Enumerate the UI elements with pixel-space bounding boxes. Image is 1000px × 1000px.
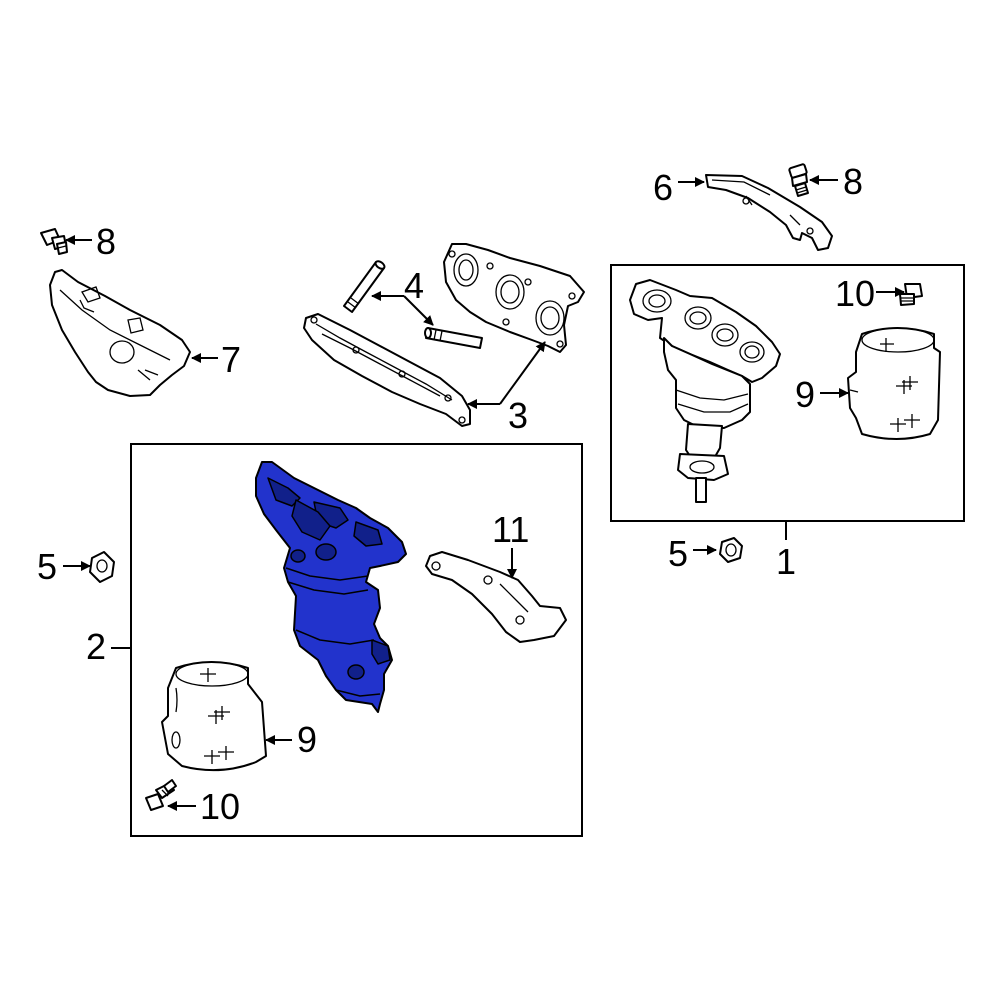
- assembly-2-box: [130, 443, 583, 837]
- part-4-stud-upper[interactable]: [343, 260, 386, 313]
- callout-5-right: 5: [668, 533, 689, 574]
- callout-9-left: 9: [297, 719, 318, 760]
- part-2-manifold-converter-highlighted[interactable]: [255, 461, 407, 713]
- part-1-manifold-converter[interactable]: [629, 279, 781, 503]
- part-3-gasket-upper[interactable]: [443, 243, 585, 353]
- callout-3: 3: [508, 395, 529, 436]
- part-4-stud-lower[interactable]: [424, 327, 483, 349]
- callout-1: 1: [776, 541, 797, 582]
- callout-6: 6: [653, 167, 674, 208]
- callout-10-left: 10: [200, 786, 241, 827]
- part-6-heat-shield-bracket[interactable]: [705, 174, 833, 251]
- part-11-bracket[interactable]: [425, 551, 567, 643]
- callout-2: 2: [86, 626, 107, 667]
- callout-7: 7: [221, 339, 242, 380]
- part-5-nut-right[interactable]: [719, 537, 743, 563]
- part-5-nut-left[interactable]: [89, 551, 115, 583]
- part-8-bolt-right[interactable]: [788, 163, 809, 197]
- part-7-heat-shield[interactable]: [49, 269, 191, 397]
- callout-10-right: 10: [835, 273, 876, 314]
- part-8-bolt-left[interactable]: [40, 228, 68, 255]
- callout-9-right: 9: [795, 374, 816, 415]
- callout-8-right: 8: [843, 161, 864, 202]
- part-9-clamp-left[interactable]: [161, 661, 267, 772]
- callout-11: 11: [492, 509, 530, 550]
- leader-lines: [63, 175, 905, 811]
- part-10-bolt-right[interactable]: [899, 283, 923, 306]
- part-9-clamp-right[interactable]: [847, 327, 941, 440]
- assembly-1-box: [610, 264, 965, 522]
- part-10-bolt-left[interactable]: [145, 779, 177, 811]
- callout-4: 4: [404, 265, 425, 306]
- callout-5-left: 5: [37, 546, 58, 587]
- callout-8-left: 8: [96, 221, 117, 262]
- part-3-gasket-lower[interactable]: [303, 313, 471, 427]
